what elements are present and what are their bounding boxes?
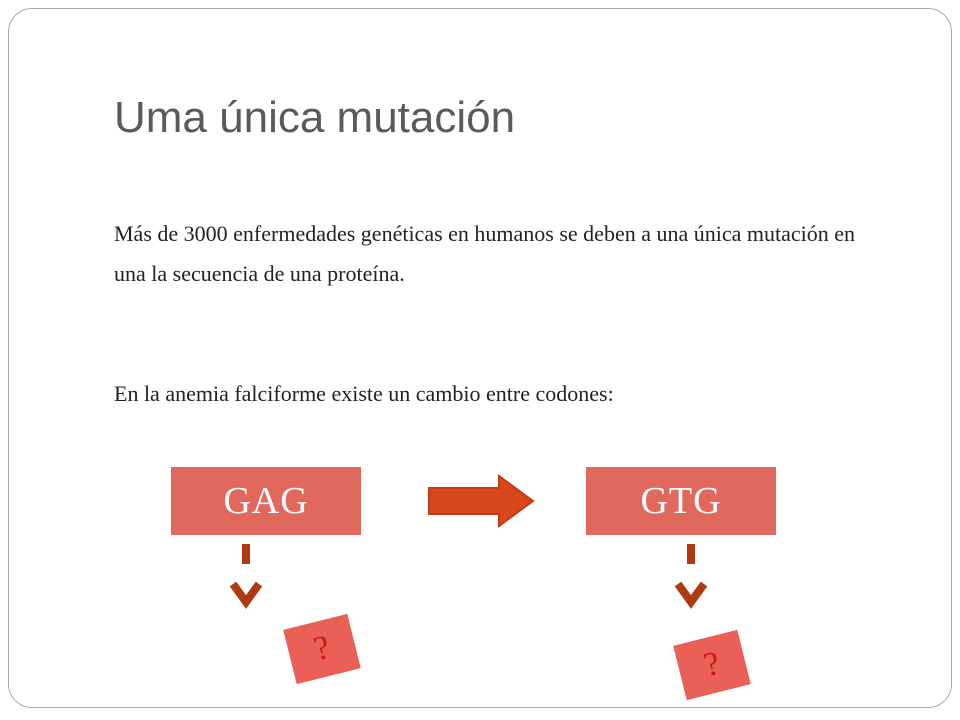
codon-gag-box: GAG [171,467,361,535]
question-card-left: ? [283,613,361,685]
paragraph-anemia: En la anemia falciforme existe un cambio… [114,381,614,406]
paragraph-diseases: Más de 3000 enfermedades genéticas en hu… [114,221,856,286]
down-arrow-icon [674,544,708,609]
question-card-right: ? [673,629,751,701]
down-arrow-icon [229,544,263,609]
codon-gtg-box: GTG [586,467,776,535]
slide-title: Uma única mutación [114,93,516,142]
right-arrow-icon [428,474,535,528]
slide-frame: Uma única mutación Más de 3000 enfermeda… [8,8,952,708]
